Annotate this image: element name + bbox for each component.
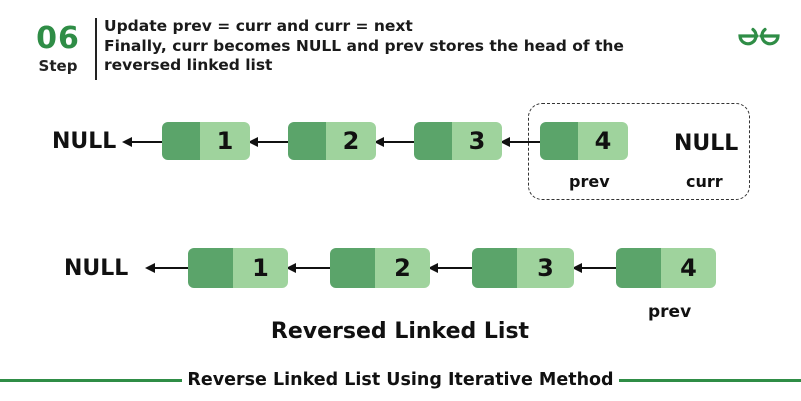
bottom-prev-pointer-label: prev <box>648 302 692 322</box>
current-state-box <box>528 103 750 200</box>
node-pointer-cell <box>188 248 233 288</box>
footer-rule-right <box>619 379 801 382</box>
top-null-right: NULL <box>674 131 739 156</box>
top-node-2: 2 <box>288 122 376 160</box>
node-pointer-cell <box>162 122 200 160</box>
bottom-node-3: 3 <box>472 248 574 288</box>
node-value: 4 <box>578 122 628 160</box>
node-value: 1 <box>233 248 288 288</box>
node-value: 2 <box>375 248 430 288</box>
step-description-line-2: Finally, curr becomes NULL and prev stor… <box>104 36 624 55</box>
header-divider <box>95 18 97 80</box>
step-description-line-1: Update prev = curr and curr = next <box>104 17 413 35</box>
node-pointer-cell <box>616 248 661 288</box>
top-node-3: 3 <box>414 122 502 160</box>
top-null-left: NULL <box>52 129 117 154</box>
step-label: Step <box>38 57 78 75</box>
top-node-4: 4 <box>540 122 628 160</box>
node-value: 3 <box>517 248 574 288</box>
node-pointer-cell <box>472 248 517 288</box>
bottom-node-1: 1 <box>188 248 288 288</box>
node-pointer-cell <box>288 122 326 160</box>
node-value: 4 <box>661 248 716 288</box>
bottom-node-2: 2 <box>330 248 430 288</box>
footer-title: Reverse Linked List Using Iterative Meth… <box>187 370 614 390</box>
bottom-node-4: 4 <box>616 248 716 288</box>
node-value: 3 <box>452 122 502 160</box>
footer-rule-left <box>0 379 182 382</box>
step-description-line-3: reversed linked list <box>104 56 273 74</box>
curr-pointer-label: curr <box>686 172 723 191</box>
node-pointer-cell <box>540 122 578 160</box>
bottom-null-left: NULL <box>64 256 129 281</box>
node-pointer-cell <box>330 248 375 288</box>
step-description: Update prev = curr and curr = next Final… <box>104 17 704 76</box>
reversed-list-title: Reversed Linked List <box>270 319 530 344</box>
step-number: 06 <box>36 21 80 56</box>
prev-pointer-label: prev <box>569 172 610 191</box>
node-pointer-cell <box>414 122 452 160</box>
gfg-logo-icon <box>738 27 780 46</box>
node-value: 2 <box>326 122 376 160</box>
top-node-1: 1 <box>162 122 250 160</box>
node-value: 1 <box>200 122 250 160</box>
